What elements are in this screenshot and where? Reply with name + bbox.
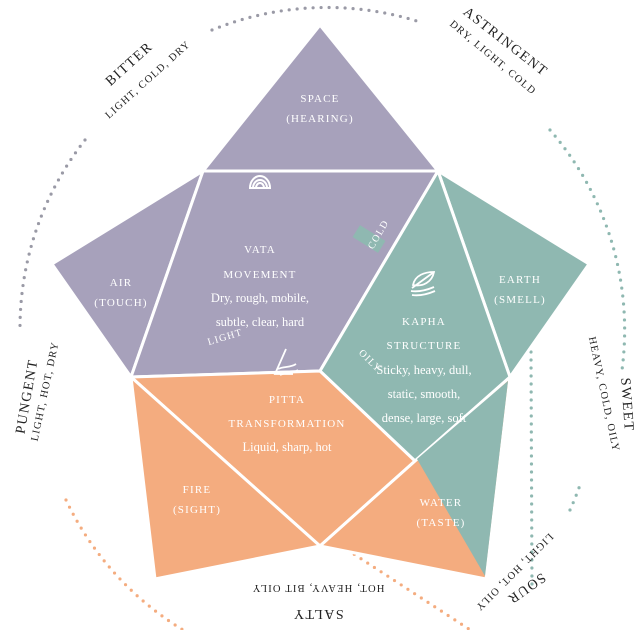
kapha-quality-line: static, smooth,	[388, 387, 461, 401]
pitta-quality-line: Liquid, sharp, hot	[243, 440, 332, 454]
taste-salty: SALTY	[292, 606, 343, 621]
kapha-leaf-icon	[410, 271, 436, 297]
kapha-name: KAPHA	[402, 316, 446, 328]
dotted-arc-top	[210, 5, 422, 32]
kapha-quality-line: dense, large, soft	[382, 411, 467, 425]
kapha-quality-line: Sticky, heavy, dull,	[376, 363, 471, 377]
dotted-arc-bottom-left	[64, 498, 187, 630]
region-fire	[129, 375, 322, 581]
element-water-sense: (TASTE)	[416, 517, 465, 529]
element-water-name: WATER	[420, 497, 463, 509]
taste-sweet-props: HEAVY, COLD, OILY	[586, 336, 621, 453]
taste-salty-props: HOT, HEAVY, BIT OILY	[252, 582, 385, 593]
element-earth-sense: (SMELL)	[494, 294, 546, 306]
pitta-name: PITTA	[269, 394, 305, 406]
kapha-role: STRUCTURE	[387, 340, 462, 352]
element-air-sense: (TOUCH)	[94, 297, 147, 309]
pitta-flame-icon	[273, 348, 299, 376]
dotted-line-teal	[529, 350, 534, 592]
vata-quality-line: Dry, rough, mobile,	[211, 291, 309, 305]
pitta-role: TRANSFORMATION	[228, 418, 345, 430]
element-fire-sense: (SIGHT)	[173, 504, 221, 516]
dotted-arc-right-lower	[568, 483, 582, 512]
vata-role: MOVEMENT	[223, 269, 296, 281]
element-fire-name: FIRE	[183, 484, 212, 496]
vata-name: VATA	[244, 244, 276, 256]
dotted-arc-left	[18, 138, 87, 332]
element-earth-name: EARTH	[499, 274, 541, 286]
element-air-name: AIR	[110, 277, 133, 289]
taste-sweet: SWEET	[617, 377, 636, 432]
vata-quality-line: subtle, clear, hard	[216, 315, 305, 329]
region-water-teal	[417, 381, 508, 576]
element-space-name: SPACE	[300, 93, 339, 105]
dotted-line-orange	[292, 513, 474, 630]
vata-arches-icon	[248, 175, 272, 189]
dotted-arc-right	[548, 128, 627, 372]
element-space-sense: (HEARING)	[286, 113, 354, 125]
